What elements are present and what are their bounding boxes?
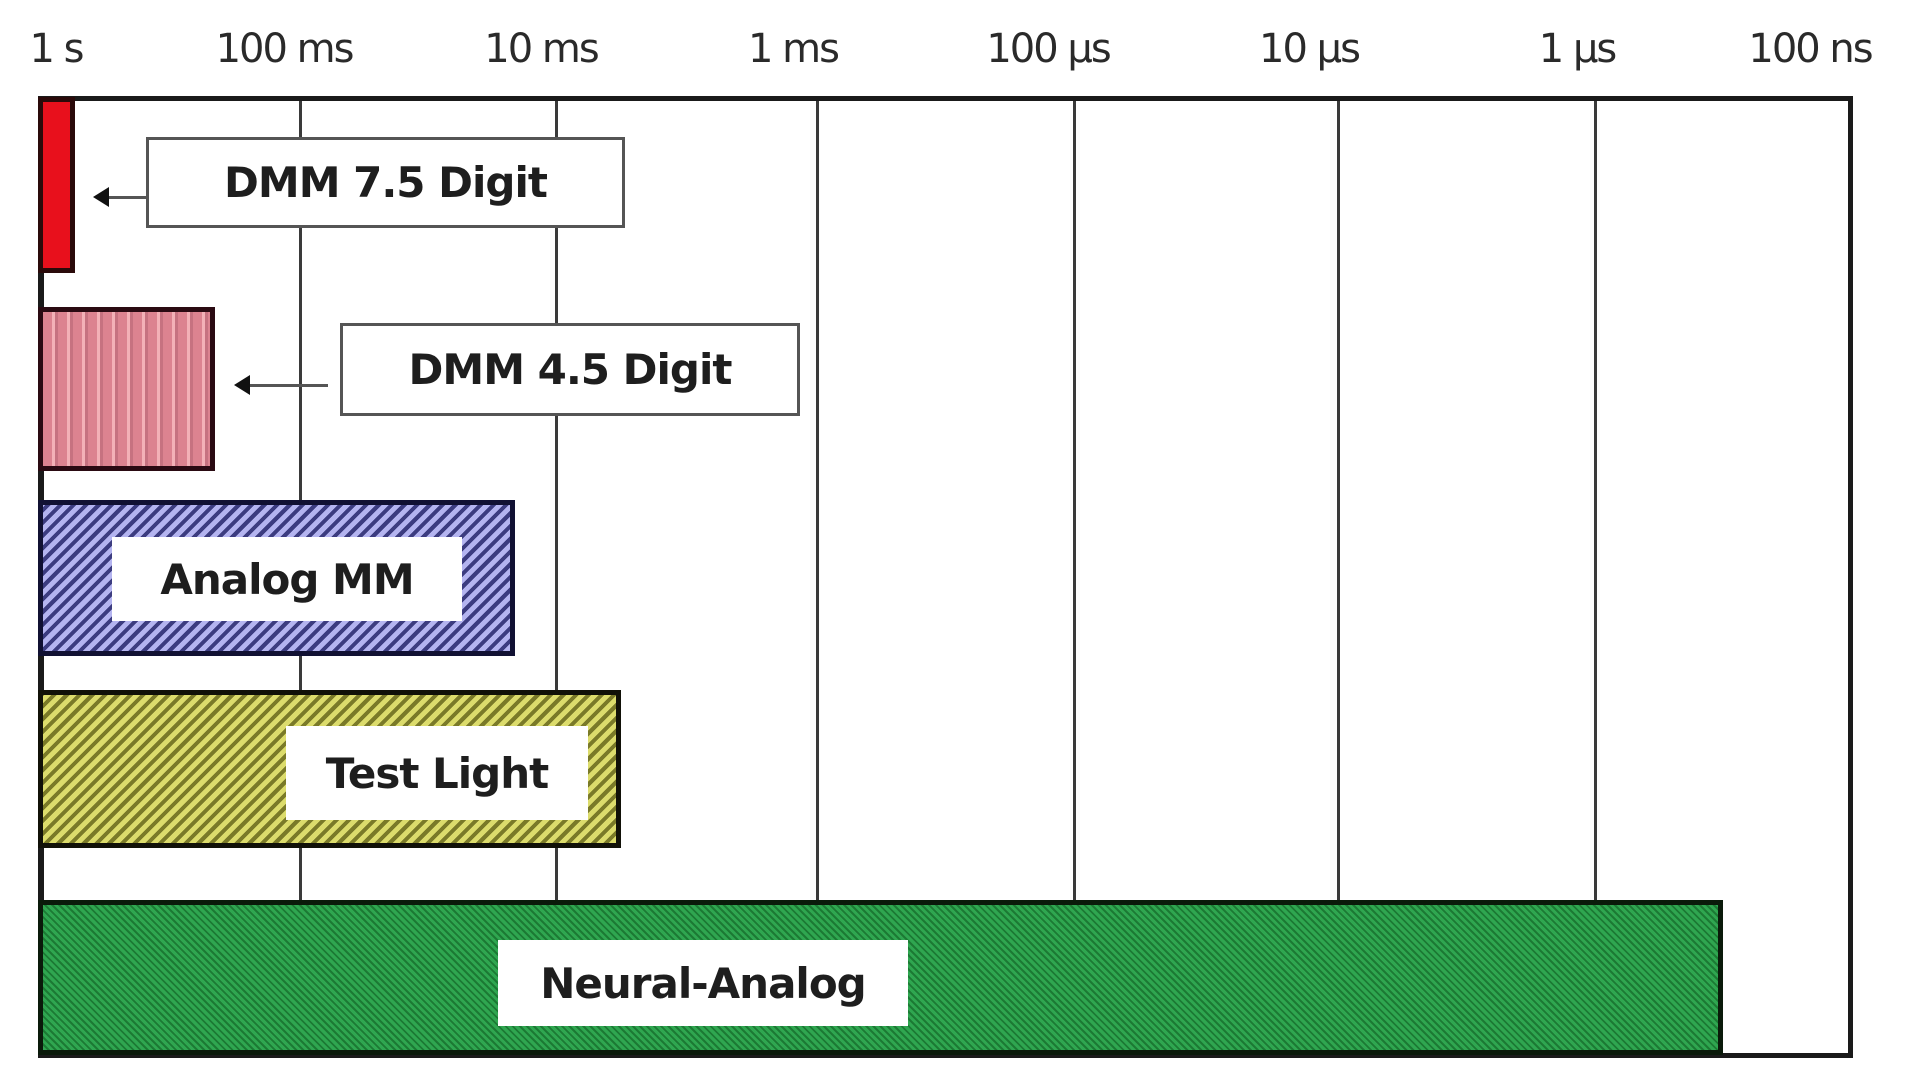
bar-dmm-7-5-digit [38, 97, 75, 273]
arrow-head-icon [234, 375, 250, 395]
callout-dmm-4-5-digit: DMM 4.5 Digit [340, 323, 800, 416]
bar-label: Analog MM [160, 554, 414, 604]
tick-label-100ms: 100 ms [215, 26, 355, 72]
arrow-head-icon [93, 187, 109, 207]
label-neural-analog: Neural-Analog [498, 940, 908, 1026]
gridline-10ms [555, 101, 558, 1048]
tick-label-100ns: 100 ns [1748, 26, 1873, 72]
bar-label: DMM 7.5 Digit [224, 158, 548, 207]
tick-label-1ms: 1 ms [748, 26, 840, 72]
tick-label-1s: 1 s [29, 26, 84, 72]
gridline-1us [1594, 101, 1597, 1048]
tick-label-100us: 100 µs [986, 26, 1111, 72]
bar-label: Neural-Analog [540, 958, 866, 1008]
tick-label-10us: 10 µs [1259, 26, 1361, 72]
label-test-light: Test Light [286, 726, 588, 820]
arrow-dmm-4-5-digit [234, 375, 328, 395]
bar-label: Test Light [325, 748, 549, 798]
arrow-dmm-7-5-digit [93, 187, 147, 207]
bar-dmm-4-5-digit [38, 307, 215, 471]
callout-dmm-7-5-digit: DMM 7.5 Digit [146, 137, 625, 228]
label-analog-mm: Analog MM [112, 537, 462, 621]
tick-label-1us: 1 µs [1538, 26, 1617, 72]
bar-label: DMM 4.5 Digit [408, 345, 733, 394]
gridline-100us [1073, 101, 1076, 1048]
tick-label-10ms: 10 ms [484, 26, 599, 72]
gridline-1ms [816, 101, 819, 1048]
gridline-10us [1337, 101, 1340, 1048]
